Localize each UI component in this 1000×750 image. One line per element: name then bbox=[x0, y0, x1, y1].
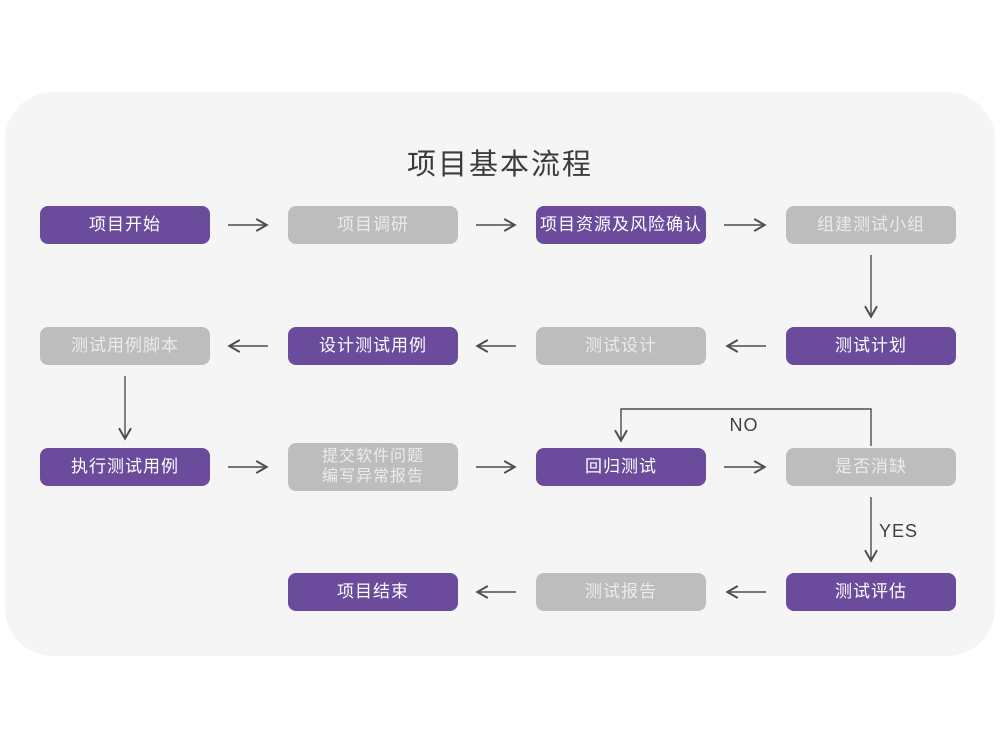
node-design-test-cases: 设计测试用例 bbox=[288, 327, 458, 365]
node-regression-test: 回归测试 bbox=[536, 448, 706, 486]
node-test-case-scripts: 测试用例脚本 bbox=[40, 327, 210, 365]
node-project-start: 项目开始 bbox=[40, 206, 210, 244]
flowchart-card bbox=[5, 92, 995, 656]
branch-label-no: NO bbox=[729, 415, 759, 435]
page-title: 项目基本流程 bbox=[406, 149, 593, 181]
node-submit-issues-report: 提交软件问题 编写异常报告 bbox=[288, 443, 458, 491]
node-test-evaluation: 测试评估 bbox=[786, 573, 956, 611]
node-project-research: 项目调研 bbox=[288, 206, 458, 244]
node-execute-test-cases: 执行测试用例 bbox=[40, 448, 210, 486]
node-build-test-team: 组建测试小组 bbox=[786, 206, 956, 244]
node-resource-risk-confirm: 项目资源及风险确认 bbox=[536, 206, 706, 244]
node-project-end: 项目结束 bbox=[288, 573, 458, 611]
node-defect-cleared-decision: 是否消缺 bbox=[786, 448, 956, 486]
node-test-report: 测试报告 bbox=[536, 573, 706, 611]
branch-label-yes: YES bbox=[879, 521, 919, 541]
node-test-plan: 测试计划 bbox=[786, 327, 956, 365]
node-test-design: 测试设计 bbox=[536, 327, 706, 365]
